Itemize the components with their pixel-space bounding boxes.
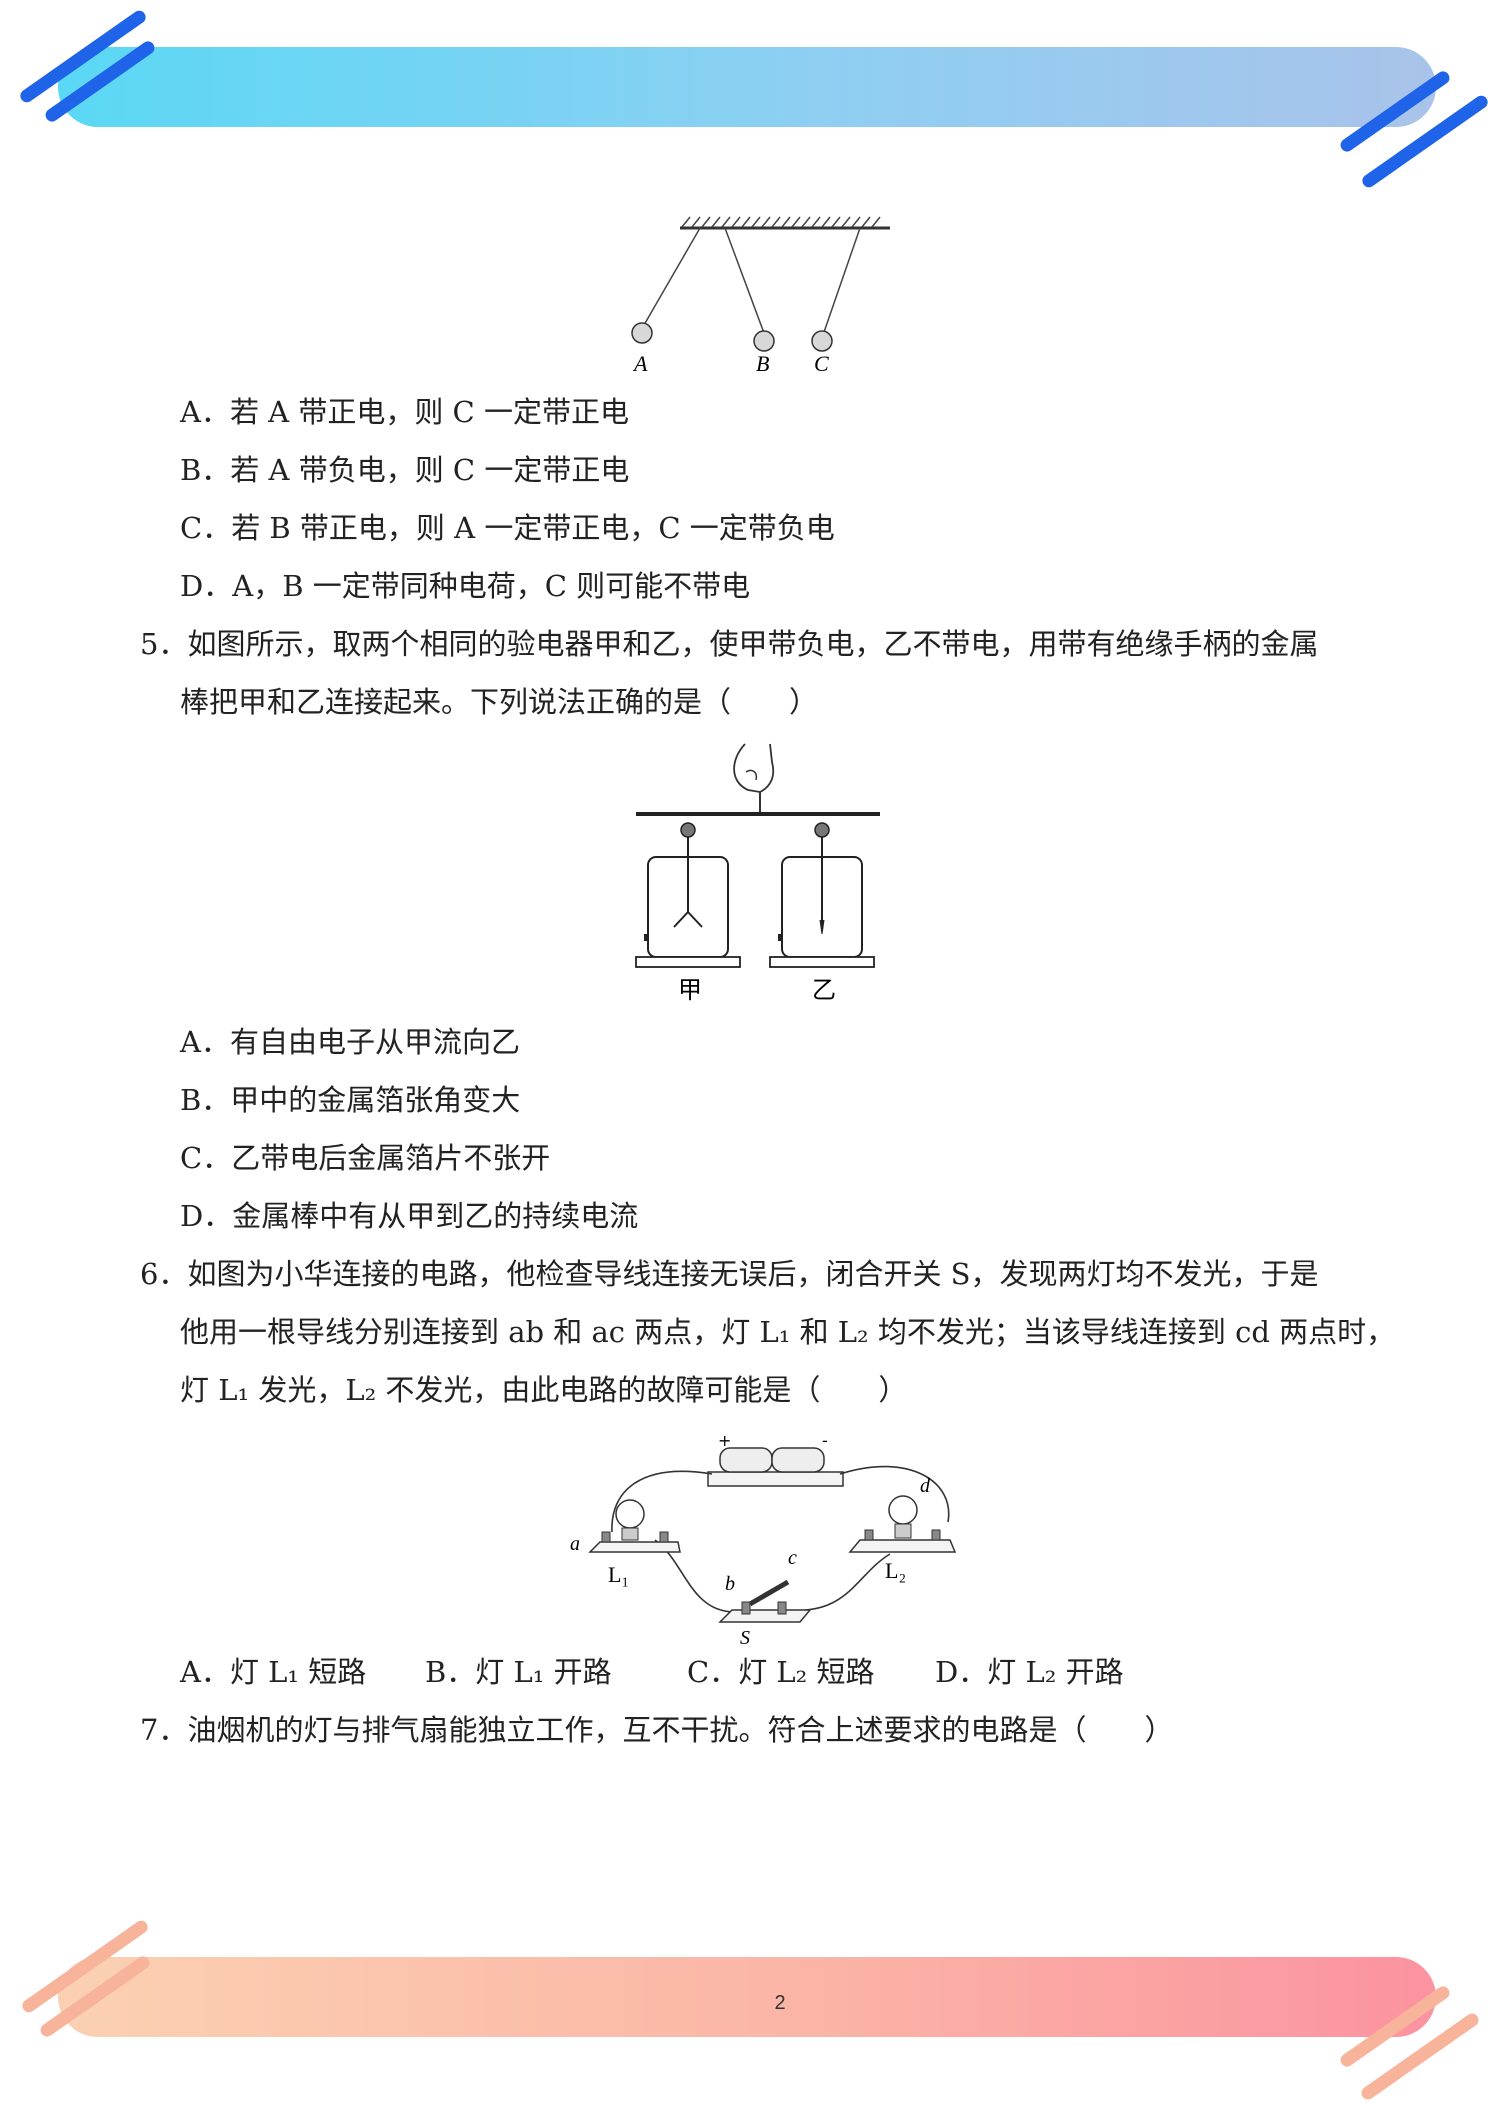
label-s: S xyxy=(740,1627,750,1647)
switch xyxy=(718,1609,812,1623)
bulb-l2 xyxy=(888,1495,918,1525)
bulb-l1 xyxy=(615,1499,645,1529)
q6-stem-cont: 灯 L₁ 发光，L₂ 不发光，由此电路的故障可能是（ ） xyxy=(180,1373,908,1407)
battery-plus: + xyxy=(718,1432,731,1450)
point-c: c xyxy=(788,1547,797,1569)
ball-c xyxy=(811,330,833,352)
q5-stem: 5．如图所示，取两个相同的验电器甲和乙，使甲带负电，乙不带电，用带有绝缘手柄的金… xyxy=(140,627,1319,661)
q5-option-a: A．有自由电子从甲流向乙 xyxy=(180,1025,520,1059)
q5-option-c: C．乙带电后金属箔片不张开 xyxy=(180,1141,551,1175)
q4-option-c: C．若 B 带正电，则 A 一定带正电，C 一定带负电 xyxy=(180,511,835,545)
q7-stem: 7．油烟机的灯与排气扇能独立工作，互不干扰。符合上述要求的电路是（ ） xyxy=(140,1713,1174,1747)
footer-band xyxy=(58,1957,1436,2037)
q5-option-b: B．甲中的金属箔张角变大 xyxy=(180,1083,521,1117)
q6-option-c: C．灯 L₂ 短路 xyxy=(687,1655,875,1689)
q4-option-d: D．A，B 一定带同种电荷，C 则可能不带电 xyxy=(180,569,751,603)
q6-stem-cont: 他用一根导线分别连接到 ab 和 ac 两点，灯 L₁ 和 L₂ 均不发光；当该… xyxy=(180,1315,1396,1349)
q4-option-b: B．若 A 带负电，则 C 一定带正电 xyxy=(180,453,630,487)
label-jia: 甲 xyxy=(678,976,702,1004)
header-band xyxy=(58,47,1436,127)
q6-stem: 6．如图为小华连接的电路，他检查导线连接无误后，闭合开关 S，发现两灯均不发光，… xyxy=(140,1257,1319,1291)
page-number: 2 xyxy=(774,1992,786,2014)
label-l2: L₂ xyxy=(885,1558,906,1583)
q5-electroscope-figure: 甲 乙 xyxy=(635,743,880,1004)
ball-b xyxy=(753,330,775,352)
label-l1: L₁ xyxy=(608,1562,629,1587)
label-c: C xyxy=(814,351,829,376)
q6-option-b: B．灯 L₁ 开路 xyxy=(425,1655,612,1689)
label-b: B xyxy=(756,351,769,376)
label-a: A xyxy=(632,351,648,376)
q4-pendulum-figure: A B C xyxy=(631,216,890,376)
point-b: b xyxy=(725,1573,735,1595)
q5-stem-cont: 棒把甲和乙连接起来。下列说法正确的是（ ） xyxy=(180,685,819,719)
q6-options-row: A．灯 L₁ 短路 B．灯 L₁ 开路 C．灯 L₂ 短路 D．灯 L₂ 开路 xyxy=(180,1652,1124,1692)
point-d: d xyxy=(920,1475,931,1497)
q6-circuit-figure: + - a b c d L₁ L₂ S xyxy=(570,1432,957,1647)
q4-option-a: A．若 A 带正电，则 C 一定带正电 xyxy=(180,395,629,429)
point-a: a xyxy=(570,1533,580,1555)
battery-minus: - xyxy=(822,1432,828,1450)
ball-a xyxy=(631,322,653,344)
label-yi: 乙 xyxy=(812,976,836,1004)
q6-option-a: A．灯 L₁ 短路 xyxy=(180,1655,367,1689)
q5-option-d: D．金属棒中有从甲到乙的持续电流 xyxy=(180,1199,639,1233)
hand-icon xyxy=(733,743,775,793)
q6-option-d: D．灯 L₂ 开路 xyxy=(935,1655,1124,1689)
